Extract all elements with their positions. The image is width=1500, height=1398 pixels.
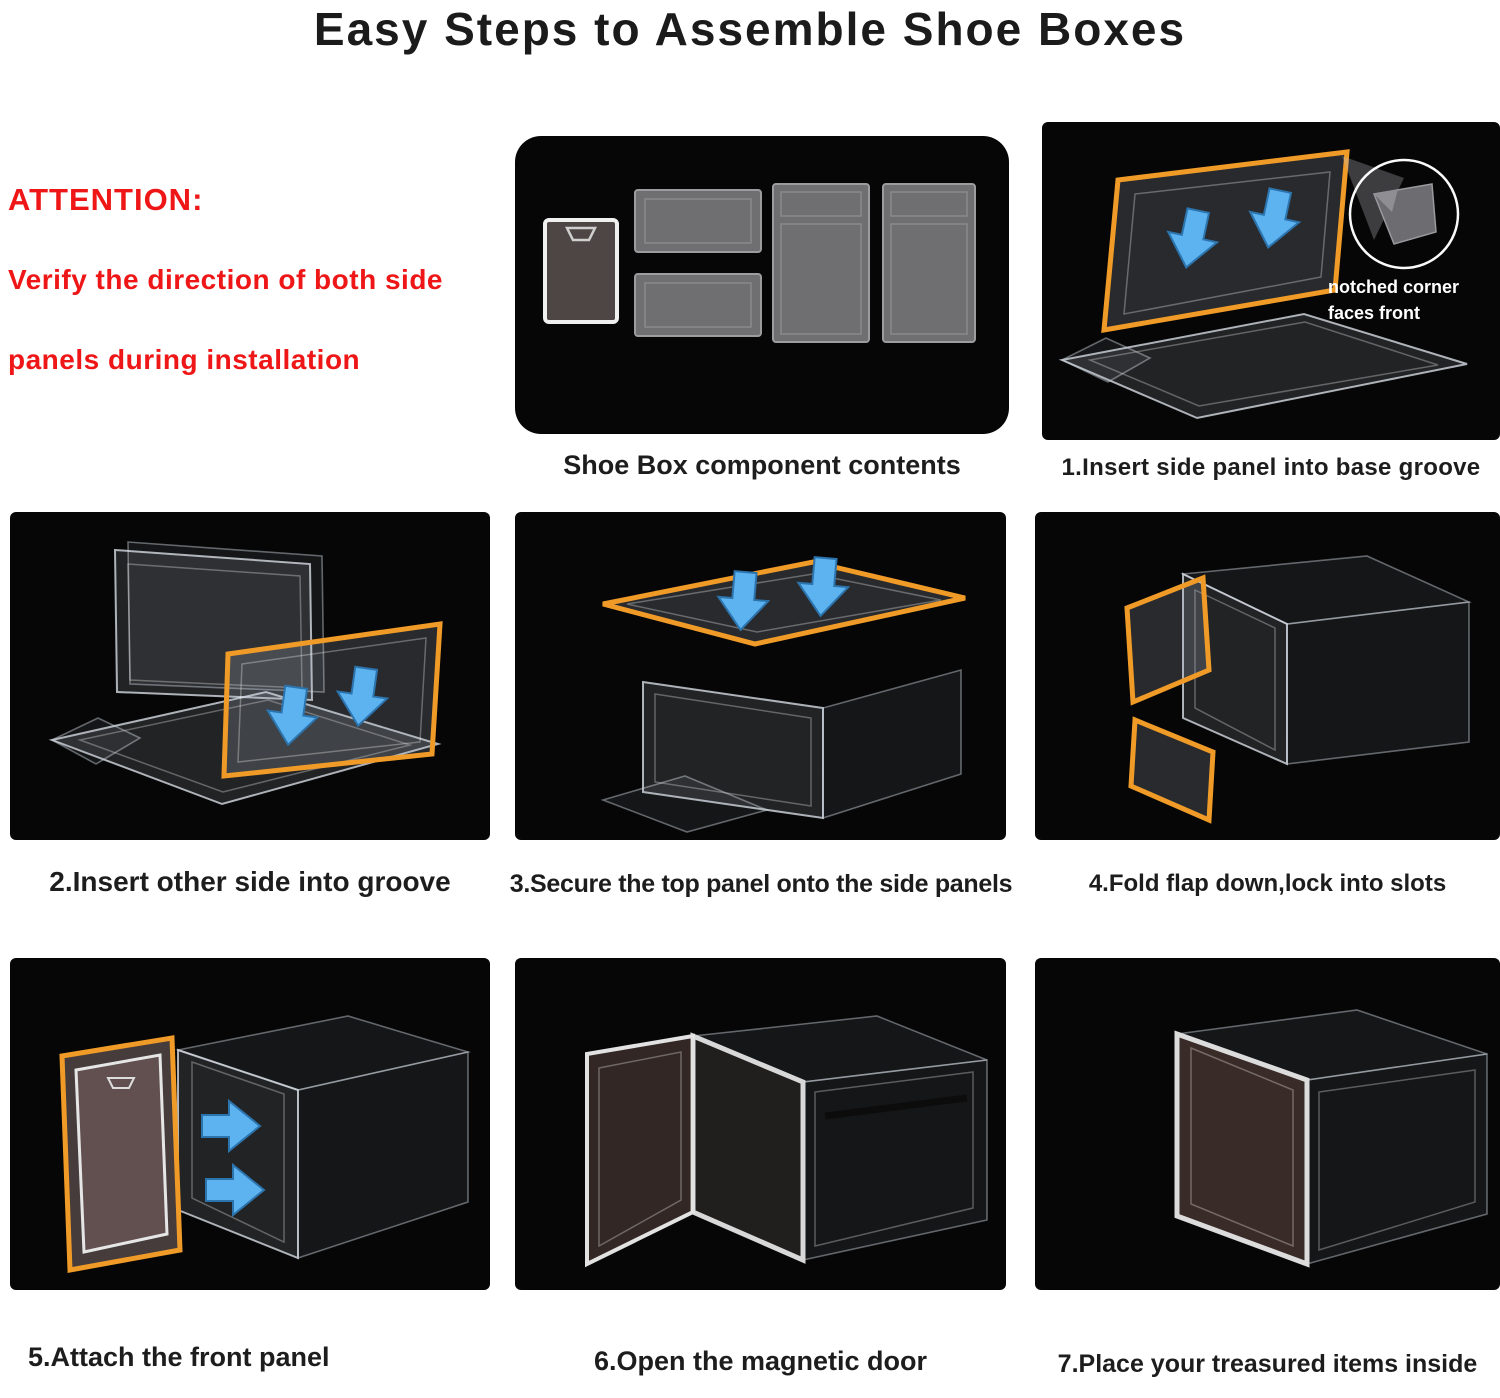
step-3-illustration [600,556,966,833]
step-4-illustration [1124,555,1472,824]
caption-step-1: 1.Insert side panel into base groove [1061,454,1481,481]
flap-highlight [1128,716,1216,824]
step-7-panel [1035,958,1500,1290]
door-handle [106,1077,136,1089]
down-arrow-icon [1248,187,1302,249]
top-panel-highlight [602,559,966,647]
side-panel-part [634,189,762,253]
top-panel-part [772,183,870,343]
down-arrow-icon [716,570,771,632]
step-5-illustration [59,1015,472,1273]
step-4-panel [1035,512,1500,840]
box-side [642,680,824,820]
box-front [1182,572,1288,766]
caption-step-5: 5.Attach the front panel [28,1342,330,1372]
components-illustration [543,183,976,343]
down-arrow-icon [1166,207,1220,269]
slot-detail [824,1094,968,1120]
step-6-panel [515,958,1006,1290]
step-2-illustration [48,541,443,806]
step-1-illustration [1058,149,1468,420]
callout-line-1: notched corner [1328,277,1460,297]
caption-step-6: 6.Open the magnetic door [593,1346,928,1376]
right-arrow-icon [201,1098,262,1154]
step-1-panel: notched corner faces front [1042,122,1500,440]
base-panel [48,690,442,806]
side-panel-highlight [221,621,443,779]
installed-side-panel [113,548,314,702]
front-door-part [543,218,619,324]
callout-line-2: faces front [1328,303,1421,324]
right-arrow-icon [205,1162,266,1218]
caption-components: Shoe Box component contents [563,450,961,480]
base-panel [1058,312,1468,420]
caption-step-4: 4.Fold flap down,lock into slots [1088,870,1447,897]
caption-step-7: 7.Place your treasured items inside [1057,1350,1478,1378]
step-2-panel [10,512,490,840]
down-arrow-icon [335,665,390,728]
attention-heading: ATTENTION: [8,182,204,217]
front-panel-highlight [59,1035,183,1273]
notched-corner-callout-circle [1348,158,1460,270]
attention-note: ATTENTION: Verify the direction of both … [8,182,513,424]
side-panel-highlight [1101,149,1350,334]
caption-step-3: 3.Secure the top panel onto the side pan… [509,870,1013,898]
attention-line-2: panels during installation [8,344,361,375]
attention-line-1: Verify the direction of both side [8,264,443,295]
caption-step-2: 2.Insert other side into groove [49,866,451,897]
step-3-panel [515,512,1006,840]
down-arrow-icon [796,556,851,618]
assembled-front-door [1174,1030,1310,1268]
callout-text: notched corner faces front [1328,274,1459,326]
side-panel-part [634,273,762,337]
down-arrow-icon [265,684,320,747]
step-6-illustration [585,1015,988,1268]
page-title: Easy Steps to Assemble Shoe Boxes [313,3,1187,55]
step-7-illustration [1174,1009,1488,1268]
open-door [585,1033,695,1268]
flap-highlight [1124,574,1212,706]
door-handle [564,226,598,242]
base-panel-part [882,183,976,343]
components-panel [515,136,1009,434]
step-5-panel [10,958,490,1290]
